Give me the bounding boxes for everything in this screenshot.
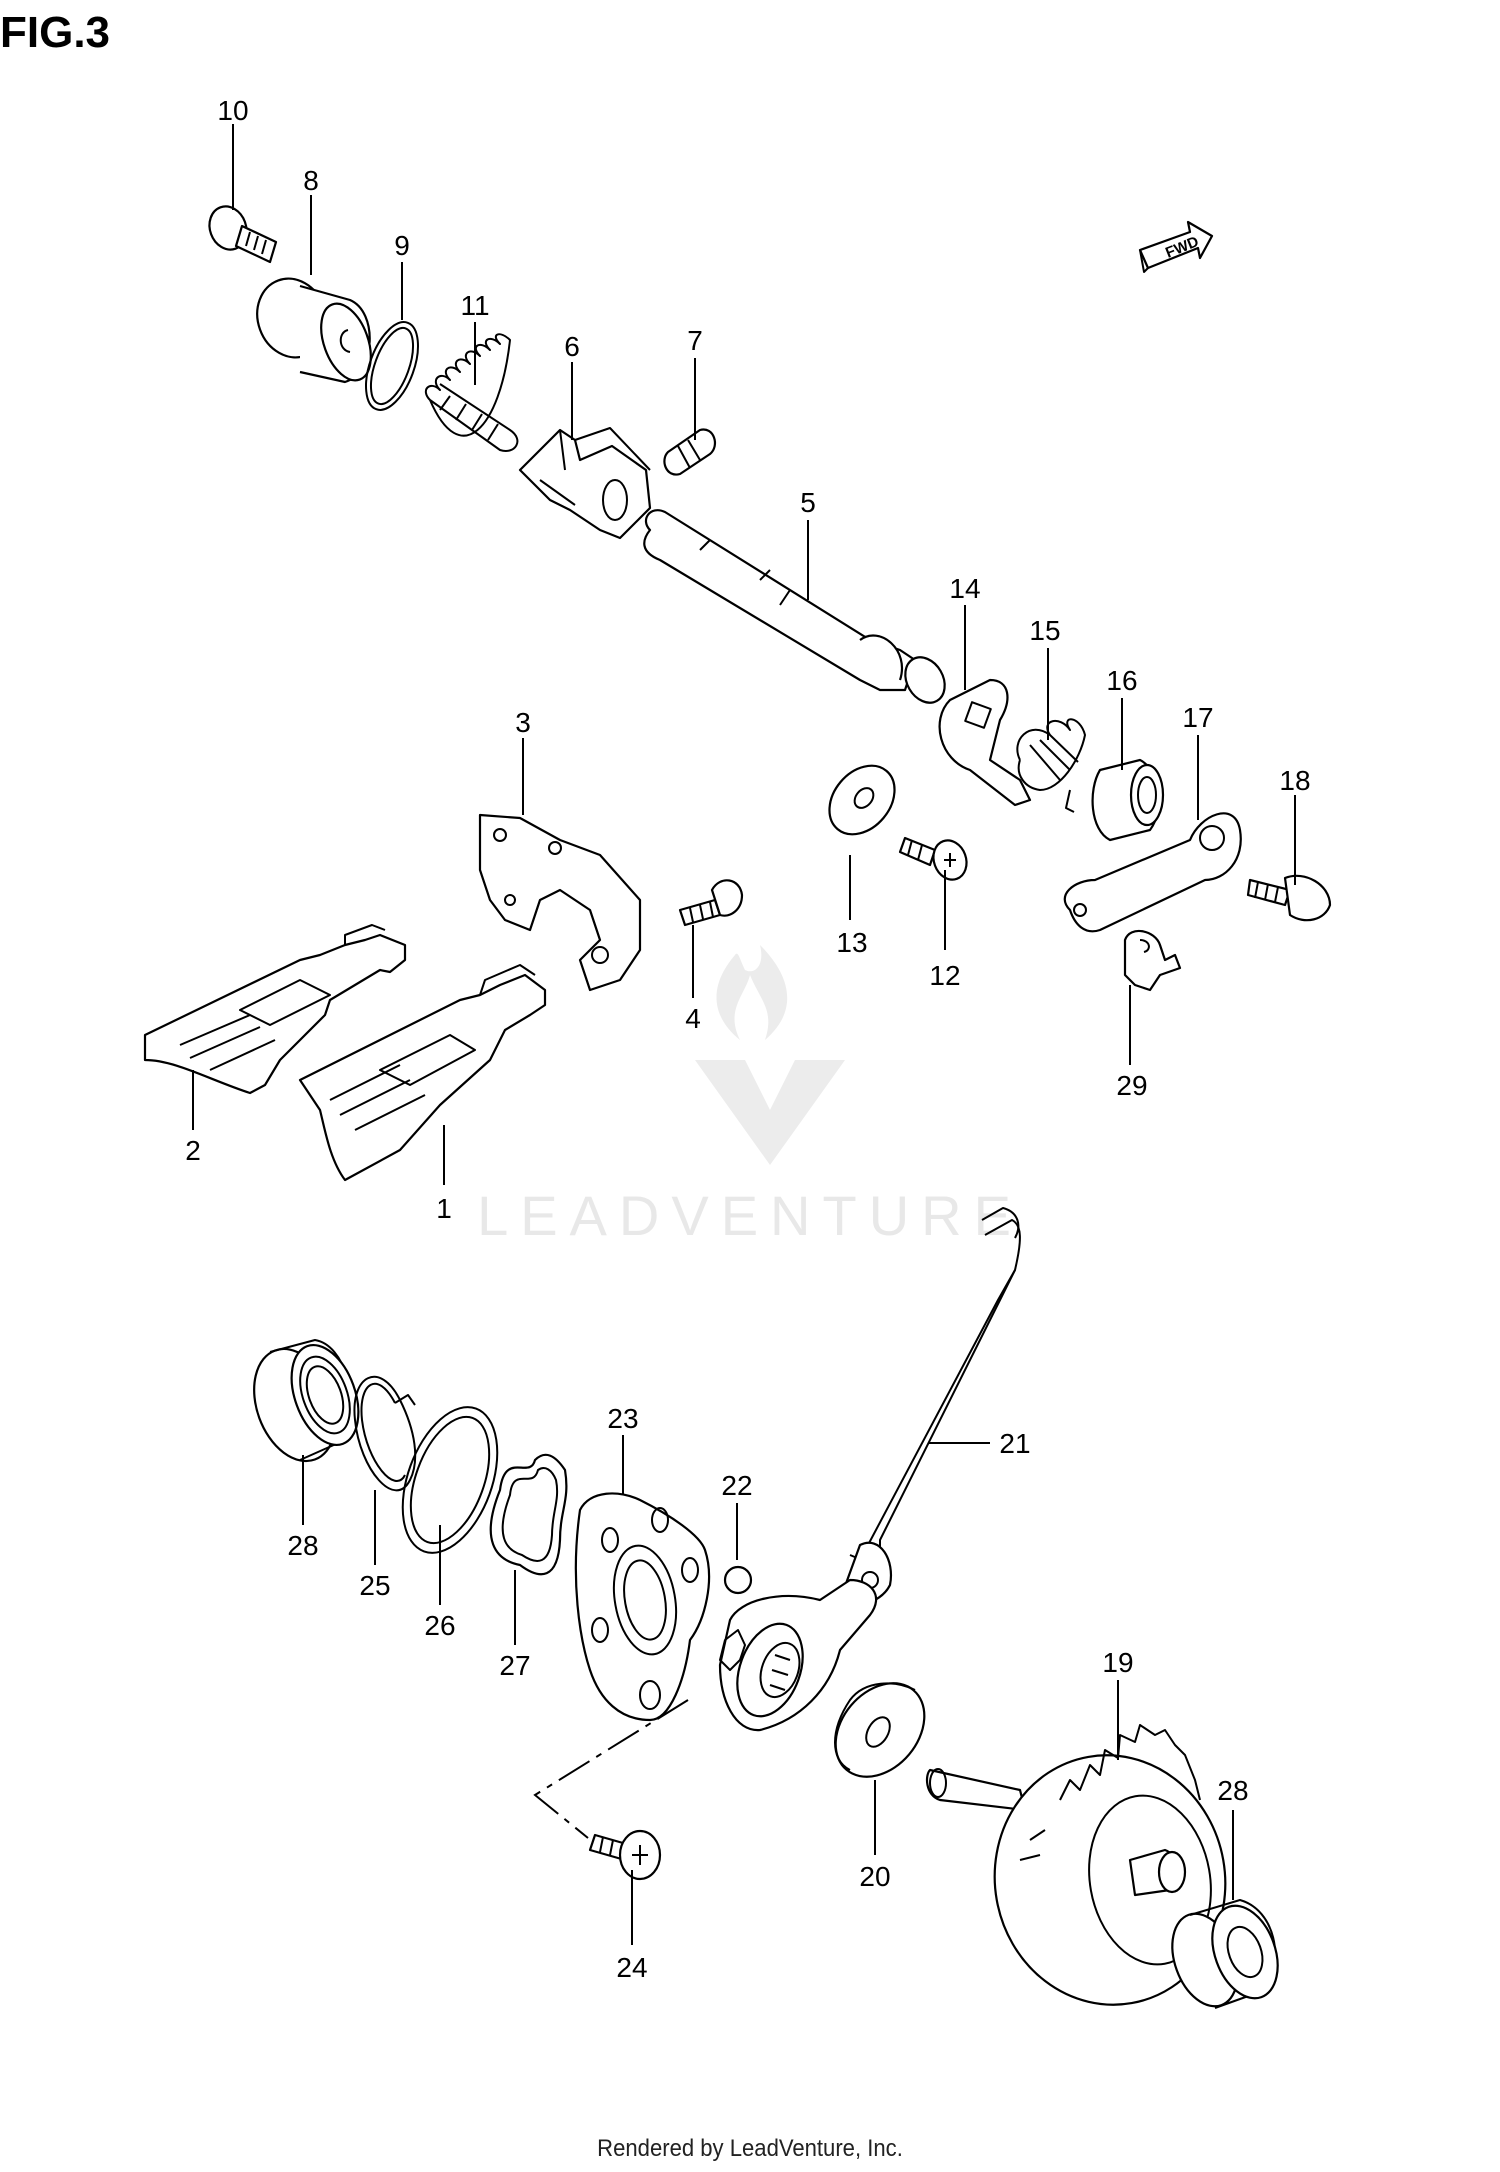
part-19-gear — [925, 1724, 1227, 2006]
callout-16: 16 — [1106, 665, 1137, 696]
part-15-spring — [1016, 718, 1086, 813]
part-20-washer — [834, 1682, 926, 1778]
part-6-lever — [518, 427, 652, 540]
callout-13: 13 — [836, 927, 867, 958]
callout-17: 17 — [1182, 702, 1213, 733]
part-18-bolt — [1246, 874, 1332, 922]
part-26-o-ring — [401, 1406, 499, 1554]
callout-3: 3 — [515, 707, 531, 738]
callout-10: 10 — [217, 95, 248, 126]
part-7-set-screw — [663, 428, 717, 476]
callout-26: 26 — [424, 1610, 455, 1641]
fwd-label: FWD — [1163, 233, 1201, 262]
callout-27: 27 — [499, 1650, 530, 1681]
part-8-cap — [256, 277, 372, 384]
part-27-gasket — [489, 1453, 568, 1576]
callout-9: 9 — [394, 230, 410, 261]
part-22-ball — [723, 1565, 753, 1595]
callout-24: 24 — [616, 1952, 647, 1983]
callout-29: 29 — [1116, 1070, 1147, 1101]
callout-28-right: 28 — [1217, 1775, 1248, 1806]
callout-20: 20 — [859, 1861, 890, 1892]
callout-21: 21 — [999, 1428, 1030, 1459]
part-29-clip — [1123, 929, 1182, 992]
part-4-bolt — [678, 879, 744, 927]
callout-7: 7 — [687, 325, 703, 356]
callout-2: 2 — [185, 1135, 201, 1166]
part-10-bolt — [208, 205, 278, 264]
part-21-lever — [718, 1207, 1021, 1732]
watermark-logo — [695, 945, 845, 1165]
part-17-arm — [1063, 812, 1242, 933]
part-14-plate — [938, 678, 1032, 807]
part-28-bearing-right — [1171, 1899, 1279, 2009]
callout-14: 14 — [949, 573, 980, 604]
callout-4: 4 — [685, 1003, 701, 1034]
callout-8: 8 — [303, 165, 319, 196]
part-1-footrest — [298, 964, 547, 1182]
part-13-washer — [828, 764, 896, 836]
callout-5: 5 — [800, 487, 816, 518]
leader-lines — [192, 124, 1296, 1945]
footer-credit: Rendered by LeadVenture, Inc. — [597, 2135, 903, 2162]
part-2-footrest — [143, 924, 407, 1095]
callout-11: 11 — [460, 290, 489, 321]
callout-6: 6 — [564, 331, 580, 362]
fwd-arrow-icon: FWD — [1138, 220, 1214, 273]
part-9-o-ring — [365, 321, 419, 411]
callout-28-left: 28 — [287, 1530, 318, 1561]
figure-title: FIG.3 — [0, 8, 111, 57]
callout-22: 22 — [721, 1470, 752, 1501]
watermark-text: LEADVENTURE — [477, 1184, 1023, 1247]
callout-1: 1 — [436, 1193, 452, 1224]
callout-19: 19 — [1102, 1647, 1133, 1678]
part-28-bearing-left — [253, 1339, 360, 1463]
callout-15: 15 — [1029, 615, 1060, 646]
part-16-collar — [1091, 758, 1165, 842]
callout-18: 18 — [1279, 765, 1310, 796]
part-11-spring — [424, 333, 519, 452]
part-3-bracket — [478, 813, 642, 992]
callout-labels: 10 8 9 11 6 7 5 14 15 16 17 18 3 13 12 4… — [185, 95, 1310, 1983]
part-25-snap-ring — [353, 1375, 417, 1492]
callout-25: 25 — [359, 1570, 390, 1601]
callout-12: 12 — [929, 960, 960, 991]
callout-23: 23 — [607, 1403, 638, 1434]
part-23-plate — [574, 1492, 711, 1722]
part-5-shaft — [643, 509, 946, 704]
part-12-screw — [898, 836, 968, 881]
part-24-screw — [588, 1829, 662, 1881]
